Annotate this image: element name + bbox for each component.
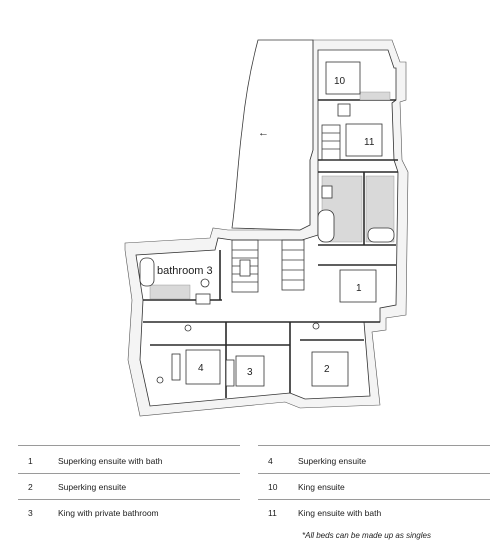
legend-description: Superking ensuite with bath [58,456,163,466]
legend-description: Superking ensuite [298,456,367,466]
legend-number: 1 [28,456,33,466]
legend-description: King with private bathroom [58,508,159,518]
bed-2 [311,351,349,387]
bed-3 [235,355,265,387]
fixtures [139,103,395,384]
room-label-10: 10 [334,76,346,87]
legend-description: King ensuite with bath [298,508,382,518]
bed-10 [325,61,361,95]
beds [171,61,383,387]
room-label-2: 2 [324,364,330,375]
room-label-1: 1 [356,283,362,294]
terrace-outline: ← [231,39,314,231]
legend-row: 2 Superking ensuite [18,475,240,499]
legend-description: Superking ensuite [58,482,127,492]
legend-row: 11 King ensuite with bath [258,501,490,525]
legend-number: 2 [28,482,33,492]
room-label-4: 4 [198,363,204,374]
legend-description: King ensuite [298,482,345,492]
direction-arrow: ← [258,127,269,139]
legend-number: 10 [268,482,278,492]
legend-row: 3 King with private bathroom [18,501,240,525]
legend-number: 4 [268,456,273,466]
floor-plan: ← [124,39,409,417]
beds-footnote: *All beds can be made up as singles [302,531,431,540]
bed-4 [185,349,221,385]
legend-row: 4 Superking ensuite [258,449,490,473]
legend-row: 1 Superking ensuite with bath [18,449,240,473]
bed-1 [339,269,377,303]
legend-number: 3 [28,508,33,518]
bed-11 [345,123,383,157]
legend-number: 11 [268,508,277,518]
room-label-3: 3 [247,367,253,378]
room-labels: 10 11 1 2 3 4 bathroom 3 [157,76,375,378]
room-label-11: 11 [364,137,375,148]
room-label-bathroom-3: bathroom 3 [157,265,213,277]
legend-row: 10 King ensuite [258,475,490,499]
